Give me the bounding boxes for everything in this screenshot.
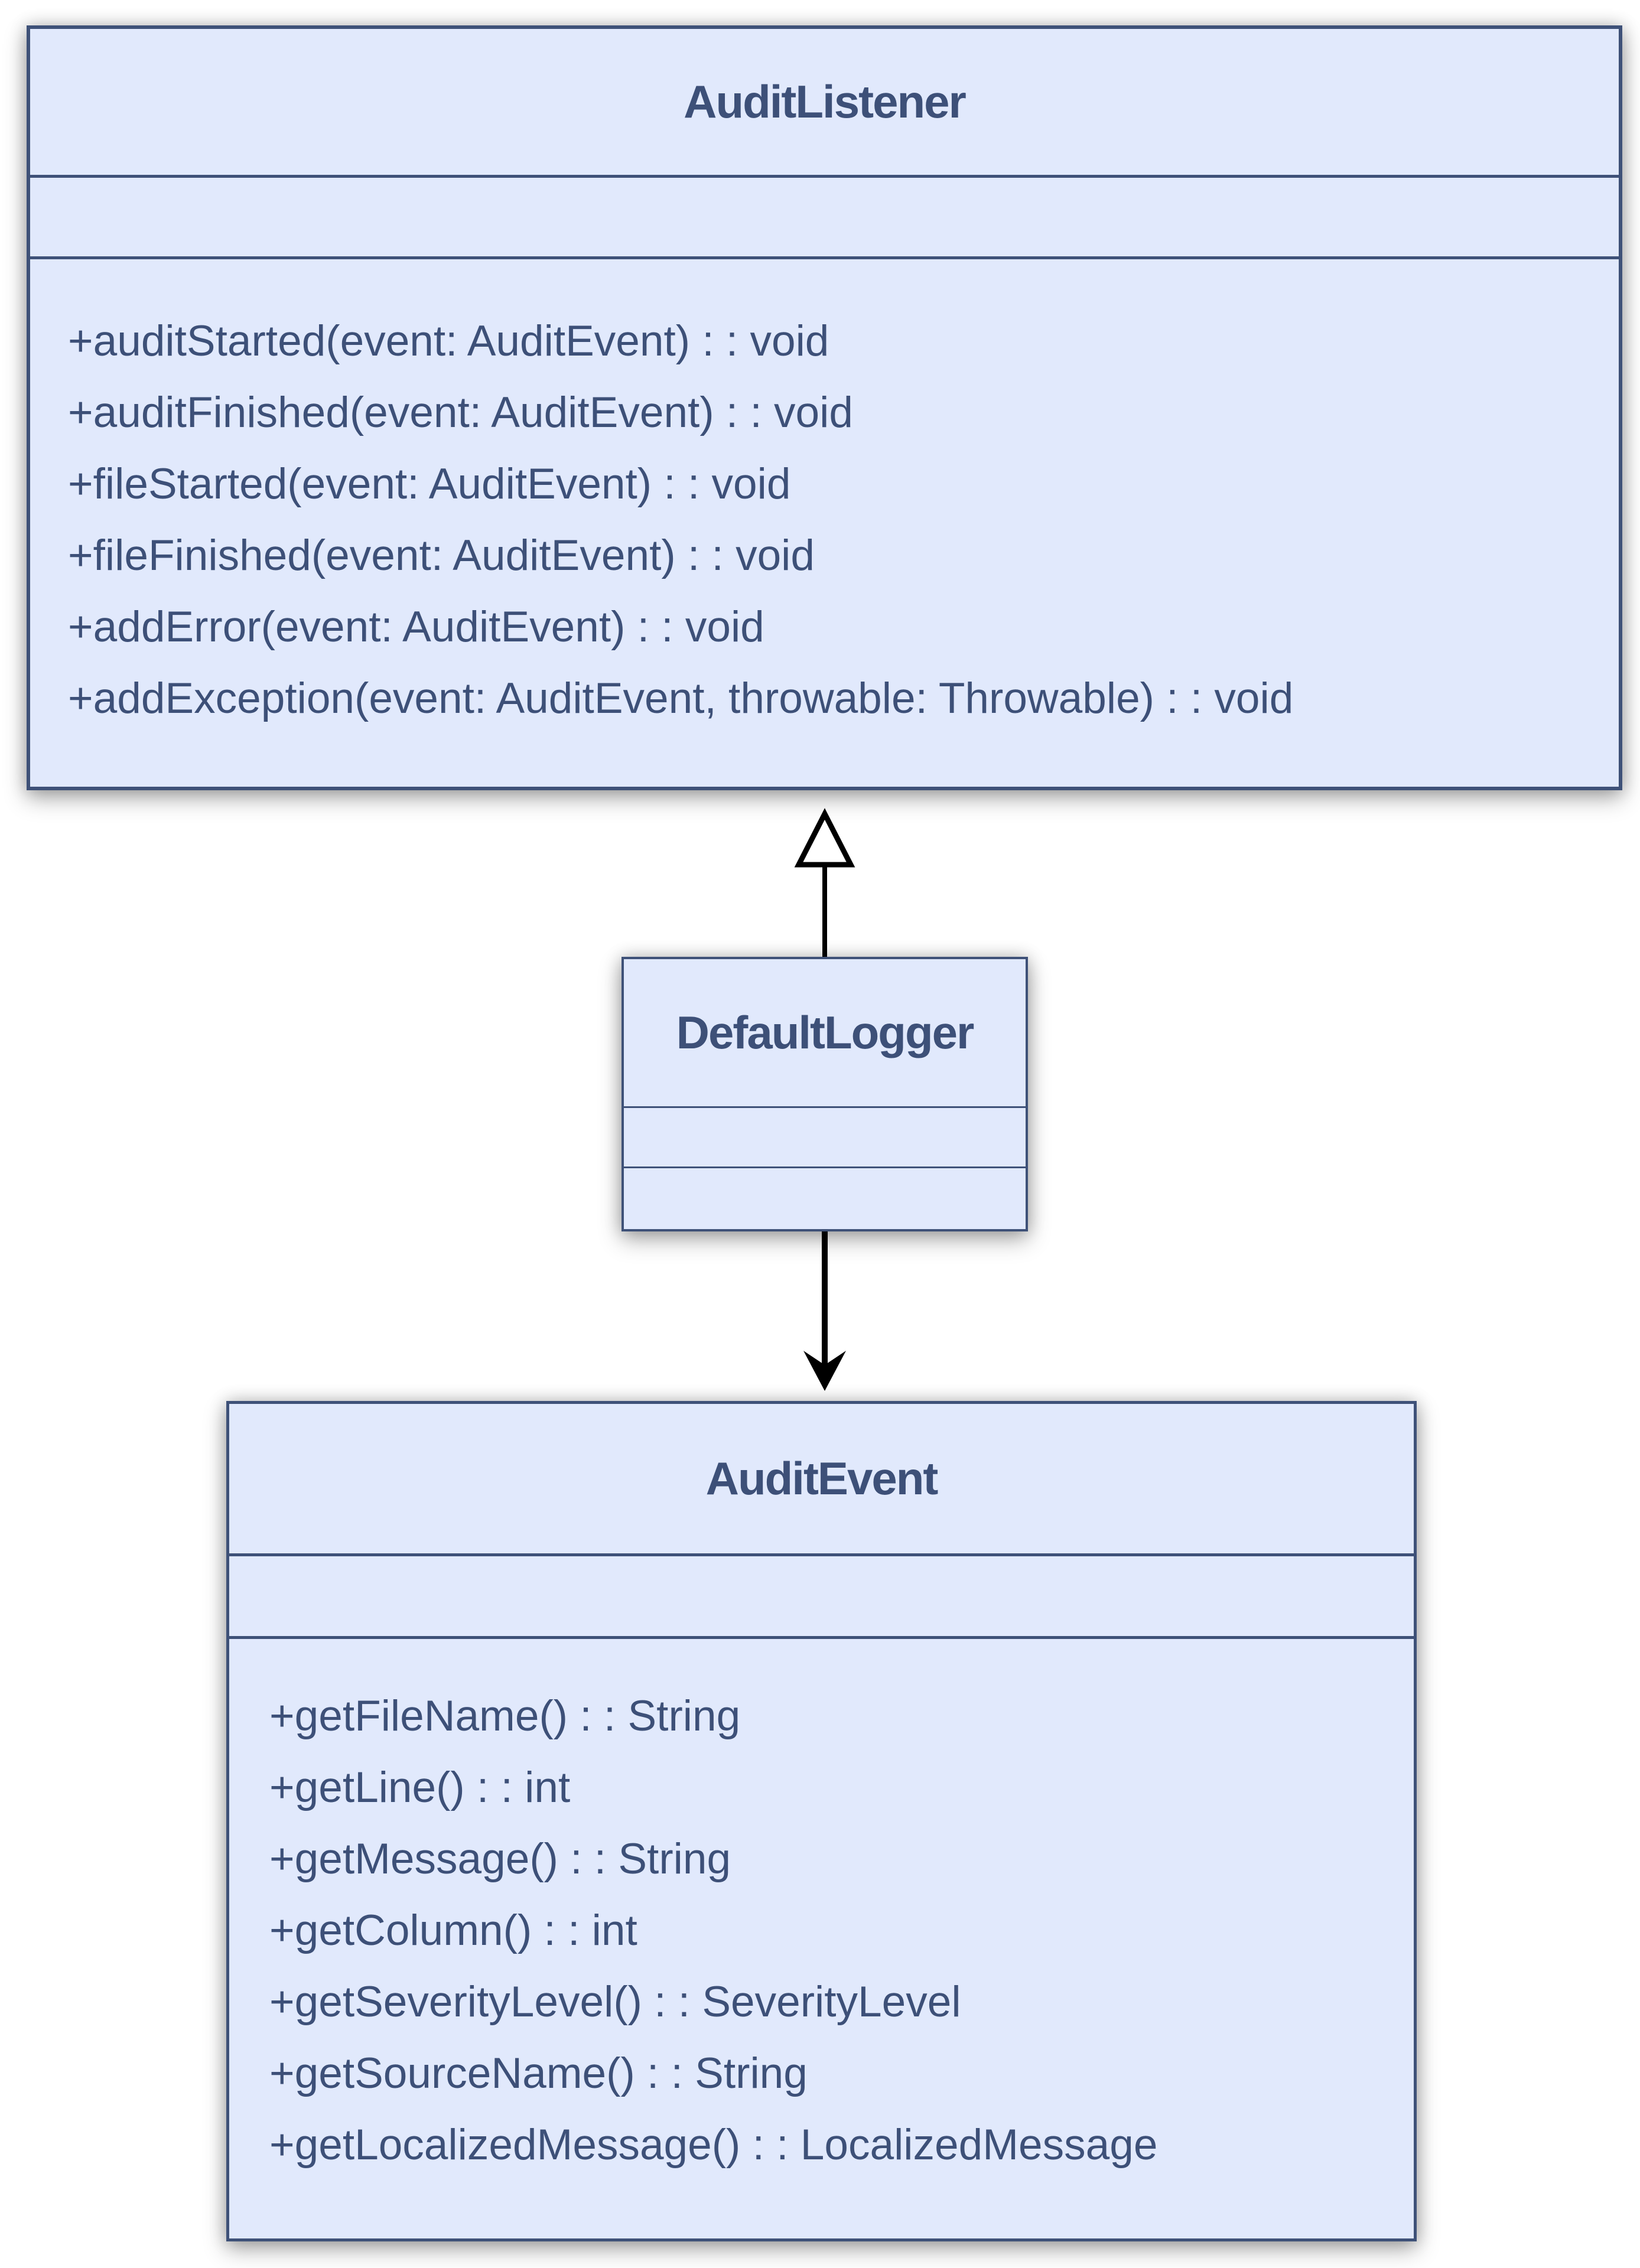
method-text: +fileFinished(event: AuditEvent) : : voi… (68, 532, 815, 579)
auditevent-attributes-compartment-empty (229, 1556, 1414, 1639)
auditevent-title-compartment: AuditEvent (229, 1404, 1414, 1556)
filled-v-arrowhead-icon (803, 1351, 846, 1391)
method-text: +auditStarted(event: AuditEvent) : : voi… (68, 317, 829, 365)
auditlistener-attributes-compartment-empty (30, 178, 1619, 259)
method-text: +getMessage() : : String (269, 1835, 731, 1883)
defaultlogger-title-compartment: DefaultLogger (624, 959, 1026, 1108)
method-text: +getFileName() : : String (269, 1692, 741, 1740)
class-box-defaultlogger: DefaultLogger (621, 957, 1028, 1231)
method-text: +addError(event: AuditEvent) : : void (68, 603, 764, 651)
class-name-auditlistener: AuditListener (684, 76, 967, 128)
defaultlogger-methods-compartment-empty (624, 1168, 1026, 1229)
auditlistener-title-compartment: AuditListener (30, 29, 1619, 178)
method-text: +fileStarted(event: AuditEvent) : : void (68, 460, 791, 508)
class-name-auditevent: AuditEvent (705, 1452, 939, 1504)
class-box-auditlistener: AuditListener +auditStarted(event: Audit… (27, 25, 1622, 790)
association-arrow-defaultlogger-to-auditevent (803, 1231, 846, 1391)
class-box-auditevent: AuditEvent +getFileName() : : String+get… (226, 1401, 1417, 2241)
method-text: +getLine() : : int (269, 1764, 571, 1811)
method-text: +getColumn() : : int (269, 1907, 637, 1954)
realization-arrow-defaultlogger-to-auditlistener (794, 808, 855, 959)
method-text: +getSourceName() : : String (269, 2049, 808, 2097)
class-name-defaultlogger: DefaultLogger (676, 1006, 975, 1058)
auditlistener-methods-compartment: +auditStarted(event: AuditEvent) : : voi… (30, 259, 1619, 787)
auditevent-methods-compartment: +getFileName() : : String +getLine() : : … (229, 1639, 1414, 2238)
method-text: +getSeverityLevel() : : SeverityLevel (269, 1978, 961, 2026)
defaultlogger-attributes-compartment-empty (624, 1108, 1026, 1168)
method-text: +addException(event: AuditEvent, throwab… (68, 674, 1294, 722)
method-text: +auditFinished(event: AuditEvent) : : vo… (68, 389, 853, 436)
hollow-triangle-arrowhead-icon (794, 808, 855, 868)
method-text: +getLocalizedMessage() : : LocalizedMess… (269, 2121, 1158, 2169)
